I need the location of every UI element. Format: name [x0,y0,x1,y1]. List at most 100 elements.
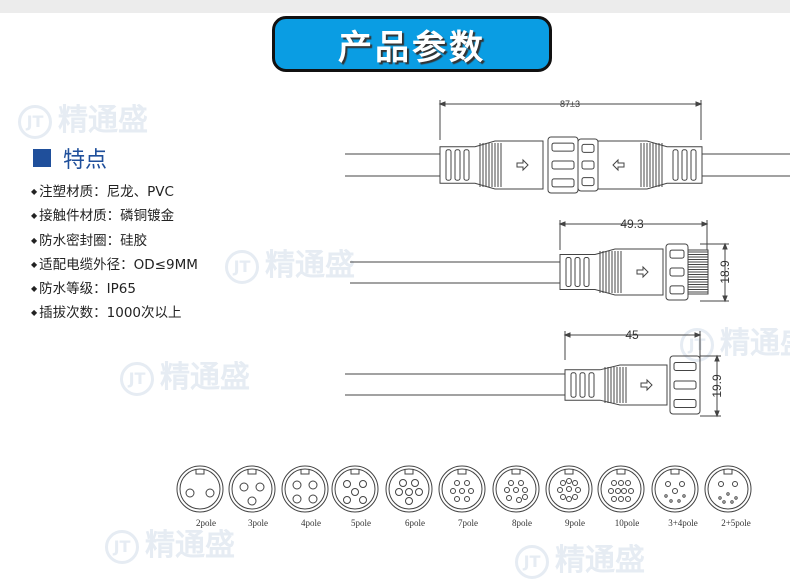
pole-face-7pole: 7pole [438,465,486,528]
pole-outer-ring [331,465,379,513]
pole-outer-ring [492,465,540,513]
pin [415,488,423,496]
features-title: 特点 [63,148,108,173]
key-notch [564,469,574,475]
nut-flute [673,399,697,409]
pole-outer-ring [385,465,433,513]
key-notch [404,469,414,475]
grip-rib [565,257,572,287]
pin [522,494,528,500]
pin [734,496,738,500]
grip-rib [672,149,679,181]
pin [682,494,686,498]
pole-face-10pole: 10pole [597,465,645,528]
dimension-arrow [438,101,703,107]
pin [454,480,460,486]
pole-outer-ring [545,465,593,513]
pin [343,480,351,488]
pin [468,488,474,494]
arrow-icon [640,378,653,392]
pin [625,496,631,502]
pin [615,488,621,494]
pole-outer-ring [228,465,276,513]
pole-outer-ring [438,465,486,513]
arrow-icon [612,158,625,172]
pin [730,500,734,504]
pin [506,495,512,501]
pole-label: 5pole [351,518,371,528]
pin [572,480,578,486]
key-notch [457,469,467,475]
key-notch [350,469,360,475]
pole-inner-ring [388,468,430,510]
pole-inner-ring [600,468,642,510]
pin [454,496,460,502]
pole-inner-ring [495,468,537,510]
pin [566,478,572,484]
pin [665,481,671,487]
pole-label: 8pole [512,518,532,528]
key-notch [616,469,626,475]
pin [611,480,617,486]
nut-flute [669,285,685,295]
pole-face-3+4pole: 3+4pole [651,465,699,528]
feature-item: 注塑材质：尼龙、PVC [31,180,198,204]
pin [359,480,367,488]
pin [351,488,359,496]
pin [459,488,465,494]
pole-label: 2pole [196,518,216,528]
coupling-nut [669,355,701,415]
key-notch [723,469,733,475]
pin [450,488,456,494]
male-drawing [350,220,729,303]
pin [464,496,470,502]
pin [343,496,351,504]
coupling-nut [665,243,689,301]
pole-label: 9pole [565,518,585,528]
pin [308,480,318,490]
pin [292,494,302,504]
grip-rib [445,149,452,181]
pin [722,500,726,504]
female-drawing [345,331,721,418]
pole-face-2+5pole: 2+5pole [704,465,752,528]
pin [664,494,668,498]
pin [504,487,510,493]
pin [679,481,685,487]
nut-flute [673,380,697,390]
pin [560,494,566,500]
nut-flute [669,267,685,277]
top-band [0,0,790,13]
pin [516,497,522,503]
nut-flute [581,177,595,187]
pin [625,480,631,486]
pole-inner-ring [231,468,273,510]
pole-face-2pole: 2pole [176,465,224,528]
coupling-nut [577,138,599,192]
connector-body [439,140,544,190]
pole-face-5pole: 5pole [331,465,379,528]
pole-outer-ring [176,465,224,513]
pin [185,488,195,498]
pole-outer-ring [651,465,699,513]
pin [677,499,681,503]
pin [566,496,572,502]
arrow-icon [516,158,529,172]
pole-outer-ring [597,465,645,513]
pin [611,496,617,502]
features-heading: 特点 [33,142,107,174]
pole-label: 4pole [301,518,321,528]
dimension-arrow [563,332,702,338]
pin [621,488,627,494]
pole-label: 3pole [248,518,268,528]
key-notch [670,469,680,475]
grip-rib [570,372,577,398]
pin [618,480,624,486]
pole-label: 2+5pole [721,518,751,528]
key-notch [247,469,257,475]
feature-item: 接触件材质：磷铜镀金 [31,204,198,228]
pin [205,488,215,498]
pin [572,494,578,500]
